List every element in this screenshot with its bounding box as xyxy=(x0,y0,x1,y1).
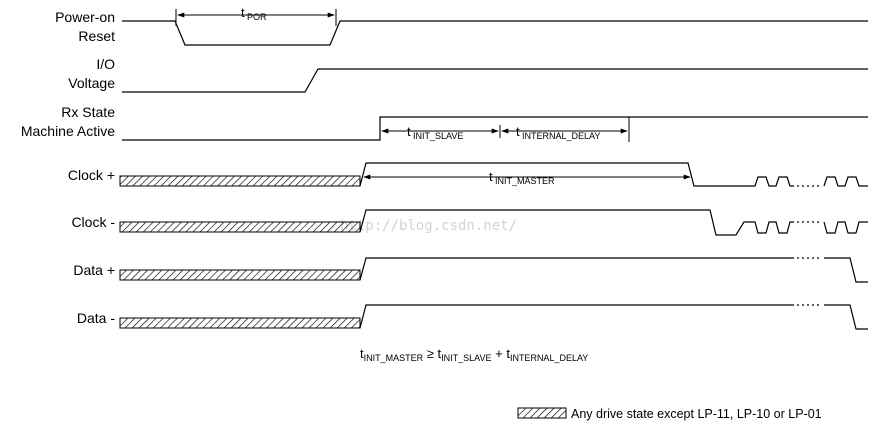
signal-label-data-minus: Data - xyxy=(77,310,115,326)
hatched-region-clock-plus xyxy=(119,175,361,187)
hatched-region-clock-minus xyxy=(119,221,361,233)
signal-label-data-plus: Data + xyxy=(73,262,115,278)
waveform-rx-state-machine-active xyxy=(122,116,868,141)
signal-label-rx-state-machine-active: Rx State Machine Active xyxy=(21,104,115,139)
waveform-clock-plus-tail xyxy=(823,176,868,187)
formula-t3: t xyxy=(506,346,510,361)
waveform-clock-minus-tail xyxy=(823,221,868,234)
signal-label-line: Rx State xyxy=(61,104,115,120)
t-internal-delay-sub: INTERNAL_DELAY xyxy=(522,131,600,141)
formula-t1: t xyxy=(360,346,364,361)
t-init-slave-sub: INIT_SLAVE xyxy=(413,131,463,141)
waveform-power-on-reset xyxy=(122,20,868,46)
t-init-master-base: t xyxy=(489,169,493,184)
legend-text: Any drive state except LP-11, LP-10 or L… xyxy=(571,407,822,421)
signal-label-clock-plus: Clock + xyxy=(68,167,115,183)
t-internal-delay-base: t xyxy=(516,124,520,139)
signal-label-line: Power-on xyxy=(55,9,115,25)
signal-label-clock-minus: Clock - xyxy=(71,214,115,230)
waveform-data-minus xyxy=(359,304,794,329)
t-init-slave-base: t xyxy=(407,124,411,139)
formula-t2: t xyxy=(438,346,442,361)
formula-plus: + xyxy=(491,346,506,361)
signal-label-line: I/O xyxy=(96,56,115,72)
signal-label-line: Voltage xyxy=(68,75,115,91)
hatched-region-data-minus xyxy=(119,317,361,329)
waveform-data-minus-tail xyxy=(824,304,868,330)
formula-s2: INIT_SLAVE xyxy=(441,353,491,363)
legend-hatch-swatch xyxy=(517,407,567,419)
t-por-label: t POR xyxy=(241,5,267,22)
signal-label-io-voltage: I/O Voltage xyxy=(68,56,115,91)
t-init-master-sub: INIT_MASTER xyxy=(495,176,555,186)
watermark-text: http://blog.csdn.net/ xyxy=(340,218,517,234)
signal-label-line: Machine Active xyxy=(21,123,115,139)
formula-s1: INIT_MASTER xyxy=(364,353,424,363)
waveform-data-plus-tail xyxy=(824,257,868,283)
hatched-region-data-plus xyxy=(119,269,361,281)
formula-s3: INTERNAL_DELAY xyxy=(510,353,588,363)
t-por-sub: POR xyxy=(247,12,267,22)
t-init-master-label: t INIT_MASTER xyxy=(489,169,555,186)
waveform-io-voltage xyxy=(122,68,868,93)
waveform-clock-minus xyxy=(359,209,794,236)
waveform-clock-plus xyxy=(359,162,794,187)
timing-formula: tINIT_MASTER ≥ tINIT_SLAVE + tINTERNAL_D… xyxy=(360,346,588,363)
t-por-base: t xyxy=(241,5,245,20)
formula-op: ≥ xyxy=(423,346,437,361)
signal-label-line: Reset xyxy=(78,28,115,44)
waveform-data-plus xyxy=(359,257,794,281)
t-init-slave-label: t INIT_SLAVE xyxy=(407,124,463,141)
signal-label-power-on-reset: Power-on Reset xyxy=(55,9,115,44)
t-internal-delay-label: t INTERNAL_DELAY xyxy=(516,124,600,141)
